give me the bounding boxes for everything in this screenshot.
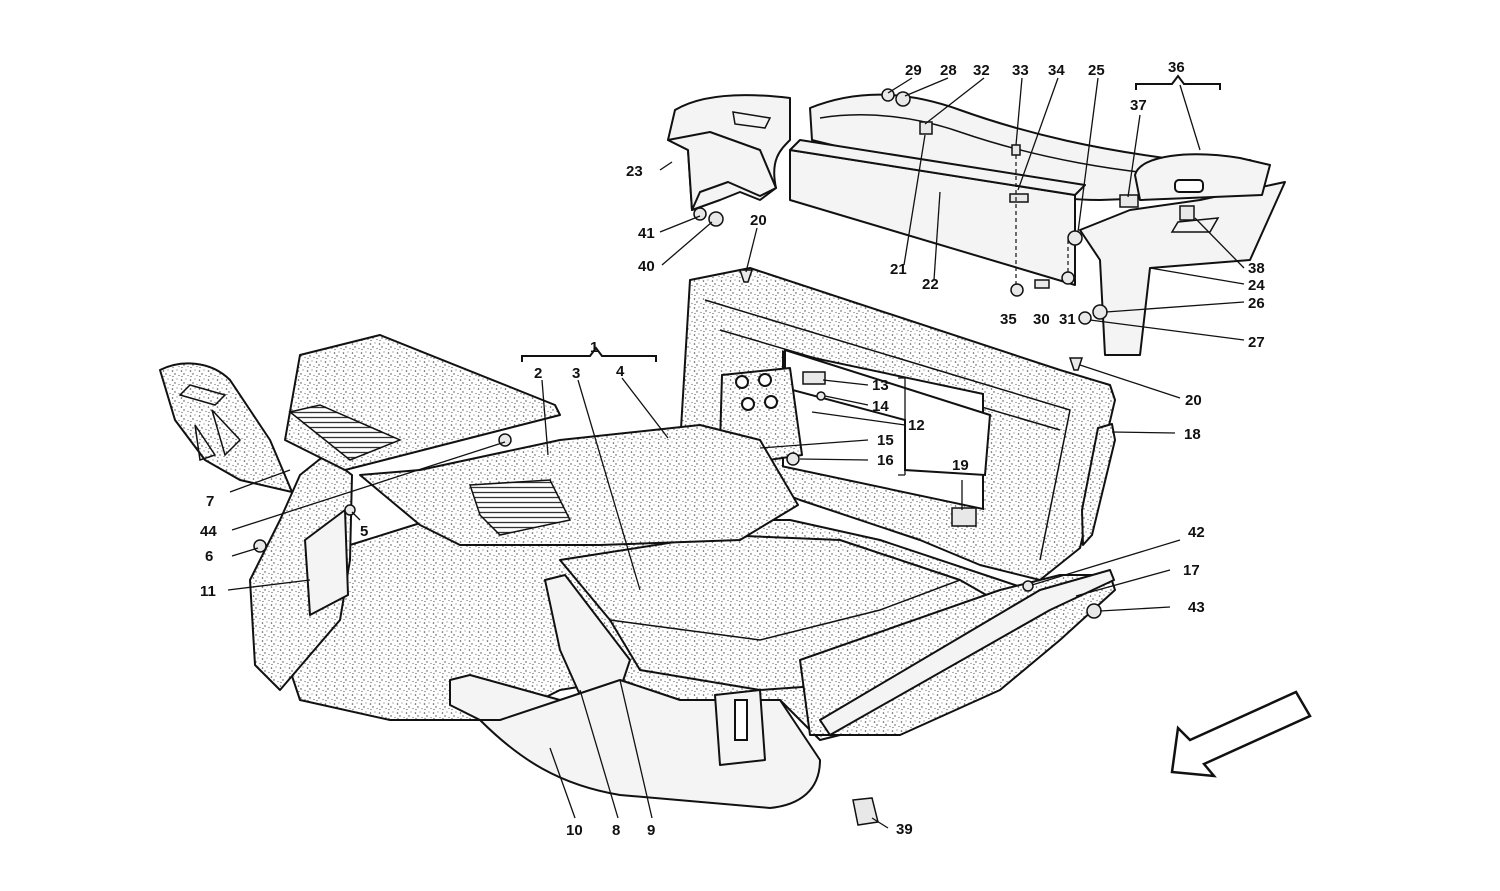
storage-lid-cover [1134, 153, 1271, 201]
callout-44: 44 [200, 523, 217, 540]
callout-1: 1 [590, 339, 598, 356]
bolt-29 [881, 88, 895, 102]
callout-10: 10 [566, 822, 583, 839]
callout-38: 38 [1248, 260, 1265, 277]
callout-34: 34 [1048, 62, 1065, 79]
callout-17: 17 [1183, 562, 1200, 579]
callout-3: 3 [572, 365, 580, 382]
callout-13: 13 [872, 377, 889, 394]
callout-32: 32 [973, 62, 990, 79]
callout-5: 5 [360, 523, 368, 540]
callout-21: 21 [890, 261, 907, 278]
callout-40: 40 [638, 258, 655, 275]
callout-36: 36 [1168, 59, 1185, 76]
push-clip-20-right [1068, 357, 1084, 371]
callout-39: 39 [896, 821, 913, 838]
fastener-44 [498, 433, 512, 447]
nut-43 [1086, 603, 1102, 619]
callout-19: 19 [952, 457, 969, 474]
heel-pad [468, 479, 572, 536]
grommet-35 [1010, 283, 1024, 297]
left-door-trim-flap [159, 362, 293, 493]
callout-35: 35 [1000, 311, 1017, 328]
callout-6: 6 [205, 548, 213, 565]
callout-8: 8 [612, 822, 620, 839]
callout-11: 11 [200, 583, 216, 600]
callout-42: 42 [1188, 524, 1205, 541]
clip-13 [802, 371, 826, 385]
callout-23: 23 [626, 163, 643, 180]
nut-16 [786, 452, 800, 466]
screw-30 [1034, 279, 1050, 289]
left-upper-trim-flap [667, 131, 777, 211]
callout-4: 4 [616, 363, 625, 380]
screw-33 [1011, 144, 1021, 156]
callout-labels: 1 2 3 4 5 6 7 8 9 10 11 12 13 14 15 16 1… [200, 59, 1265, 839]
floor-carpet-set [159, 334, 1116, 826]
right-pillar-trim [1081, 423, 1116, 546]
brace-group-36 [1135, 74, 1221, 90]
washer-31 [1061, 271, 1075, 285]
callout-31: 31 [1059, 311, 1076, 328]
washer-14 [816, 391, 826, 401]
nut-26 [1092, 304, 1108, 320]
callout-9: 9 [647, 822, 655, 839]
callout-14: 14 [872, 398, 889, 415]
callout-27: 27 [1248, 334, 1265, 351]
callout-26: 26 [1248, 295, 1265, 312]
callout-24: 24 [1248, 277, 1265, 294]
bracket-19 [951, 507, 977, 527]
clip-21 [919, 121, 933, 135]
callout-16: 16 [877, 452, 894, 469]
callout-20-right: 20 [1185, 392, 1202, 409]
clip-6 [253, 539, 267, 553]
passenger-floor-mat [359, 424, 799, 546]
callout-33: 33 [1012, 62, 1029, 79]
callout-22: 22 [922, 276, 939, 293]
brace-group-1 [521, 346, 657, 362]
callout-30: 30 [1033, 311, 1050, 328]
buffer-38 [1179, 205, 1195, 221]
callout-28: 28 [940, 62, 957, 79]
callout-18: 18 [1184, 426, 1201, 443]
screw-42 [1022, 580, 1034, 592]
callout-29: 29 [905, 62, 922, 79]
nut-40 [708, 211, 724, 227]
callout-25: 25 [1088, 62, 1105, 79]
callout-41: 41 [638, 225, 655, 242]
bolt-25 [1067, 230, 1083, 246]
callout-2: 2 [534, 365, 542, 382]
callout-43: 43 [1188, 599, 1205, 616]
driver-heel-pad [288, 404, 402, 461]
callout-20-upper: 20 [750, 212, 767, 229]
rear-shelf-assembly [667, 88, 1286, 356]
callout-12: 12 [908, 417, 925, 434]
washer-27 [1078, 311, 1092, 325]
front-direction-arrow-icon [1170, 690, 1312, 778]
callout-37: 37 [1130, 97, 1147, 114]
callout-7: 7 [206, 493, 214, 510]
push-clip-20-left [738, 269, 754, 283]
center-shelf-top [789, 139, 1086, 196]
hinge-37 [1119, 194, 1139, 208]
left-kick-cover [304, 509, 349, 616]
callout-15: 15 [877, 432, 894, 449]
sill-trim-strip [819, 569, 1115, 736]
bracket-34 [1009, 193, 1029, 203]
leader-lines [227, 77, 1245, 829]
clip-39 [852, 797, 879, 826]
